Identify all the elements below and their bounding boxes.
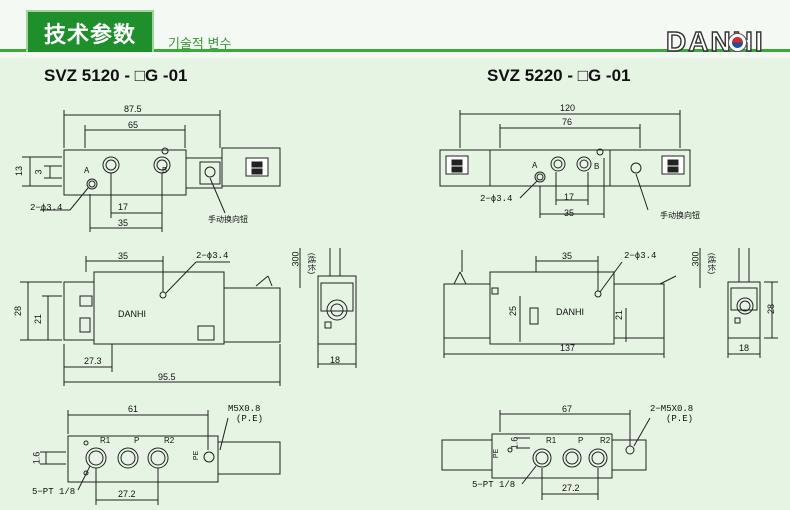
left-port-r1: R1 <box>100 436 111 445</box>
model-title-right: SVZ 5220 - □G -01 <box>487 66 631 85</box>
left-dim-35-top: 35 <box>118 218 129 228</box>
right-port-r1: R1 <box>546 436 557 445</box>
left-front-view <box>20 248 301 386</box>
right-hole-note: 2−ϕ3.4 <box>480 194 513 204</box>
left-body-label: DANHI <box>118 309 147 319</box>
left-dim-35-mid: 35 <box>118 251 129 261</box>
right-hole-note-mid: 2−ϕ3.4 <box>624 251 657 261</box>
left-dim-13: 13 <box>14 165 25 177</box>
right-dim-35-top: 35 <box>564 208 575 218</box>
right-dim-28: 28 <box>766 303 777 315</box>
model-title-left: SVZ 5120 - □G -01 <box>44 66 188 85</box>
right-front-view <box>443 248 701 358</box>
right-wire-length: (线长) <box>707 252 717 275</box>
left-hole-note-mid: 2−ϕ3.4 <box>196 251 229 261</box>
right-thread-note: 2−M5X0.8 <box>650 404 694 414</box>
left-dim-95-5: 95.5 <box>158 372 176 382</box>
right-manual-note: 手动换向钮 <box>660 211 700 220</box>
left-thread-pe: (P.E) <box>236 414 264 424</box>
header-rule <box>0 49 790 52</box>
left-dim-65: 65 <box>128 120 139 130</box>
left-dim-27-3: 27.3 <box>84 356 102 366</box>
brand-logo: DANHI <box>665 25 765 57</box>
left-port-pe: PE <box>193 450 201 461</box>
right-dim-25: 25 <box>508 305 519 317</box>
right-port-p: P <box>578 436 584 445</box>
left-dim-28: 28 <box>13 305 24 317</box>
right-dim-1-6: 1.6 <box>509 436 520 450</box>
right-dim-137: 137 <box>560 343 576 353</box>
left-dim-18: 18 <box>330 355 341 365</box>
left-manual-note: 手动换向钮 <box>208 215 248 224</box>
korea-flag-icon <box>728 33 747 52</box>
right-dim-300: 300 <box>690 251 701 267</box>
left-dim-27-2: 27.2 <box>118 489 136 499</box>
left-port-a: A <box>84 166 90 175</box>
right-dim-120: 120 <box>560 103 576 113</box>
right-dim-35-mid: 35 <box>562 251 573 261</box>
right-side-view <box>727 248 778 358</box>
right-bottom-view <box>441 410 651 500</box>
left-dim-87-5: 87.5 <box>124 104 142 114</box>
right-port-b: B <box>594 162 600 171</box>
right-thread-pe: (P.E) <box>666 414 694 424</box>
right-port-a: A <box>532 161 538 170</box>
left-side-view <box>317 248 357 368</box>
left-port-p: P <box>134 436 140 445</box>
left-dim-3: 3 <box>33 169 44 175</box>
right-body-label: DANHI <box>556 307 585 317</box>
left-dim-1-6: 1.6 <box>31 451 42 465</box>
tab-title: 技术参数 <box>43 22 136 47</box>
left-port-b: B <box>162 166 168 175</box>
left-hole-note: 2−ϕ3.4 <box>30 203 63 213</box>
left-dim-300: 300 <box>290 251 301 267</box>
left-bottom-view <box>40 410 281 505</box>
right-dim-21: 21 <box>614 309 625 321</box>
right-port-pe: PE <box>493 448 501 459</box>
left-thread-note: M5X0.8 <box>228 404 261 414</box>
right-port-r2: R2 <box>600 436 611 445</box>
header-subtitle: 기술적 변수 <box>168 36 232 51</box>
left-dim-61: 61 <box>128 404 139 414</box>
left-port-r2: R2 <box>164 436 175 445</box>
left-top-view <box>22 110 281 232</box>
right-dim-67: 67 <box>562 404 573 414</box>
right-dim-76: 76 <box>562 117 573 127</box>
right-top-view <box>439 110 691 218</box>
right-pt-note: 5−PT 1/8 <box>472 480 516 490</box>
right-dim-27-2: 27.2 <box>562 483 580 493</box>
left-pt-note: 5−PT 1/8 <box>32 487 76 497</box>
left-dim-21: 21 <box>33 313 44 325</box>
left-wire-length: (线长) <box>307 252 317 275</box>
left-dim-17: 17 <box>118 202 129 212</box>
right-dim-17: 17 <box>564 192 575 202</box>
header-tab: 技术参数 <box>26 10 154 52</box>
right-dim-18: 18 <box>739 343 750 353</box>
